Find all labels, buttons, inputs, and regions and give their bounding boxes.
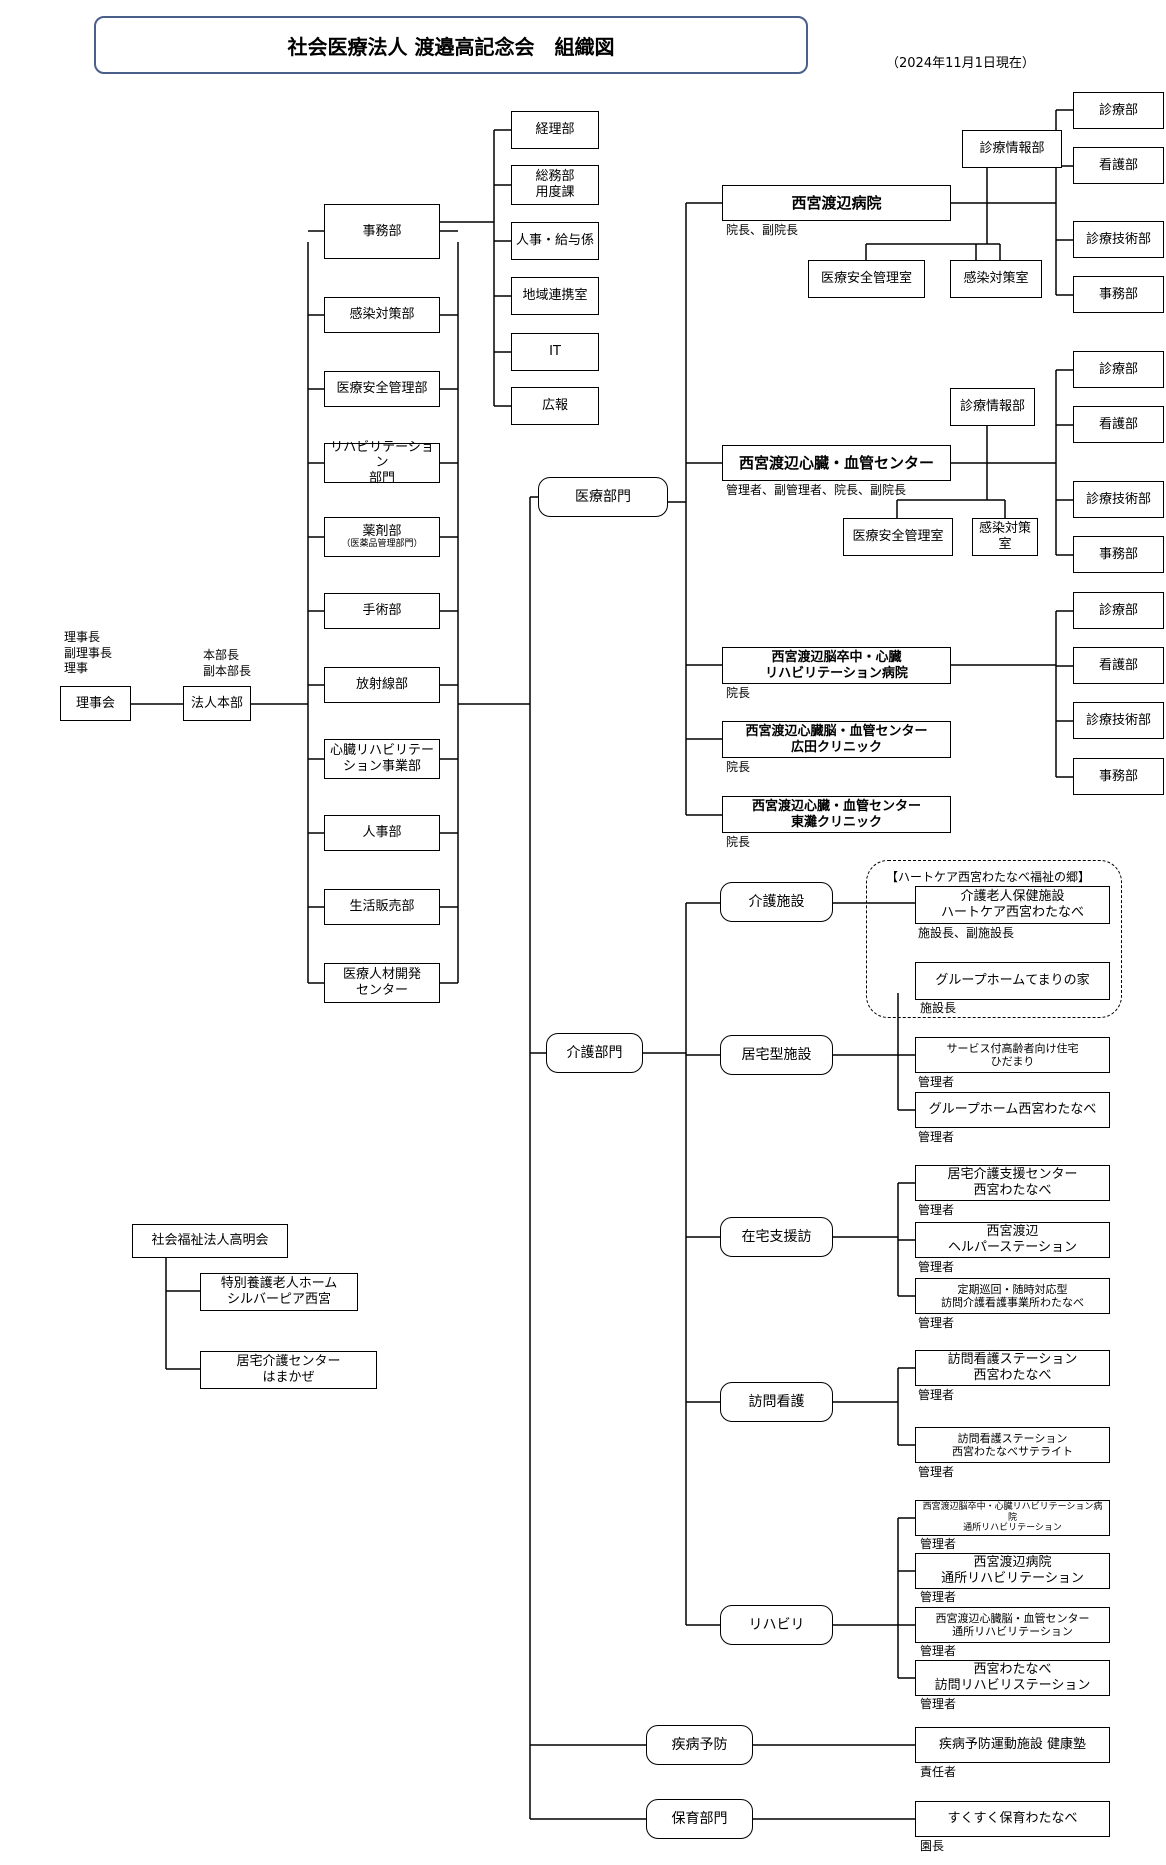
h1-dept-tech: 診療技術部	[1073, 221, 1164, 258]
hospital-3-role: 院長	[726, 686, 751, 700]
division-care: 介護部門	[546, 1033, 643, 1073]
h2-info: 診療情報部	[950, 388, 1035, 426]
hq-box: 法人本部	[183, 686, 251, 721]
facility-kyotaku-role: 管理者	[918, 1203, 955, 1217]
facility-visit-nursing-satellite: 訪問看護ステーション 西宮わたなべサテライト	[915, 1427, 1110, 1463]
dept-jimu: 事務部	[324, 204, 440, 259]
facility-rehab-1-role: 管理者	[920, 1537, 957, 1551]
division-prevention: 疾病予防	[646, 1725, 753, 1765]
facility-kenkojuku: 疾病予防運動施設 健康塾	[915, 1727, 1110, 1763]
facility-helper-role: 管理者	[918, 1260, 955, 1274]
page-title: 社会医療法人 渡邉高記念会 組織図	[94, 16, 808, 74]
dept-hr: 人事部	[324, 815, 440, 851]
h2-dept-clinical: 診療部	[1073, 351, 1164, 388]
h2-dept-tech: 診療技術部	[1073, 481, 1164, 518]
h1-dept-office: 事務部	[1073, 276, 1164, 313]
h2-dept-nursing: 看護部	[1073, 406, 1164, 443]
sub-community: 地域連携室	[511, 277, 599, 315]
facility-sukusuku-role: 園長	[920, 1839, 945, 1853]
dept-pharmacy: 薬剤部 （医薬品管理部門）	[324, 517, 440, 557]
division-childcare: 保育部門	[646, 1799, 753, 1839]
care-group-rehab: リハビリ	[720, 1605, 833, 1645]
dept-safety: 医療安全管理部	[324, 371, 440, 407]
facility-visit-nursing: 訪問看護ステーション 西宮わたなべ	[915, 1350, 1110, 1386]
welfare-corp: 社会福祉法人高明会	[132, 1224, 288, 1258]
board-box: 理事会	[60, 686, 131, 721]
h1-dept-clinical: 診療部	[1073, 92, 1164, 129]
facility-rehab-4: 西宮わたなべ 訪問リハビリステーション	[915, 1660, 1110, 1696]
facility-temari: グループホームてまりの家	[915, 962, 1110, 1000]
dept-pharmacy-note: （医薬品管理部門）	[341, 539, 423, 550]
hospital-1-role: 院長、副院長	[726, 223, 799, 237]
dept-infection: 感染対策部	[324, 297, 440, 333]
facility-kyotaku: 居宅介護支援センター 西宮わたなべ	[915, 1165, 1110, 1201]
sub-accounting: 経理部	[511, 111, 599, 149]
dept-surgery: 手術部	[324, 593, 440, 629]
hospital-5-role: 院長	[726, 835, 751, 849]
facility-sukusuku: すくすく保育わたなべ	[915, 1801, 1110, 1837]
facility-rehab-4-role: 管理者	[920, 1697, 957, 1711]
h3-dept-clinical: 診療部	[1073, 592, 1164, 629]
facility-rehab-1: 西宮渡辺脳卒中・心臓リハビリテーション病 院 通所リハビリテーション	[915, 1500, 1110, 1536]
hq-roles: 本部長 副本部長	[203, 648, 252, 678]
hospital-1: 西宮渡辺病院	[722, 185, 951, 221]
care-group-facility: 介護施設	[720, 882, 833, 922]
hospital-4: 西宮渡辺心臓脳・血管センター 広田クリニック	[722, 721, 951, 758]
h2-infection: 感染対策 室	[972, 518, 1038, 556]
dept-rehab: リハビリテーション 部門	[324, 440, 440, 486]
sub-pr: 広報	[511, 387, 599, 425]
dept-sales: 生活販売部	[324, 889, 440, 925]
heartcare-group	[866, 860, 1122, 1018]
h1-infection: 感染対策室	[950, 260, 1042, 298]
h2-safety: 医療安全管理室	[843, 518, 953, 556]
sub-payroll: 人事・給与係	[511, 222, 599, 260]
dept-talent: 医療人材開発 センター	[324, 963, 440, 1003]
hospital-2: 西宮渡辺心臓・血管センター	[722, 445, 951, 481]
sub-it: IT	[511, 333, 599, 371]
h3-dept-tech: 診療技術部	[1073, 702, 1164, 739]
h1-safety: 医療安全管理室	[808, 260, 925, 298]
care-group-home-support: 在宅支援訪	[720, 1217, 833, 1257]
facility-helper: 西宮渡辺 ヘルパーステーション	[915, 1222, 1110, 1258]
care-group-visit-nursing: 訪問看護	[720, 1382, 833, 1422]
facility-rehab-3-role: 管理者	[920, 1644, 957, 1658]
facility-gh-nishinomiya: グループホーム西宮わたなべ	[915, 1092, 1110, 1128]
h2-dept-office: 事務部	[1073, 536, 1164, 573]
facility-hidamari-role: 管理者	[918, 1075, 955, 1089]
sub-general: 総務部 用度課	[511, 165, 599, 205]
facility-temari-role: 施設長	[920, 1001, 957, 1015]
dept-pharmacy-label: 薬剤部	[362, 523, 402, 539]
care-group-residential: 居宅型施設	[720, 1035, 833, 1075]
facility-rehab-2-role: 管理者	[920, 1590, 957, 1604]
facility-roken: 介護老人保健施設 ハートケア西宮わたなべ	[915, 886, 1110, 924]
h1-dept-nursing: 看護部	[1073, 147, 1164, 184]
facility-visit-nursing-satellite-role: 管理者	[918, 1465, 955, 1479]
heartcare-label: 【ハートケア西宮わたなべ福祉の郷】	[886, 870, 1091, 886]
as-of-date: （2024年11月1日現在）	[886, 56, 1035, 71]
welfare-hamakaze: 居宅介護センター はまかぜ	[200, 1351, 377, 1389]
welfare-silverpia: 特別養護老人ホーム シルバーピア西宮	[200, 1273, 358, 1311]
facility-teiki-role: 管理者	[918, 1316, 955, 1330]
facility-visit-nursing-role: 管理者	[918, 1388, 955, 1402]
facility-kenkojuku-role: 責任者	[920, 1765, 957, 1779]
facility-hidamari: サービス付高齢者向け住宅 ひだまり	[915, 1037, 1110, 1073]
facility-rehab-2: 西宮渡辺病院 通所リハビリテーション	[915, 1553, 1110, 1589]
facility-roken-role: 施設長、副施設長	[918, 926, 1015, 940]
board-roles: 理事長 副理事長 理事	[64, 630, 113, 676]
facility-rehab-3: 西宮渡辺心臓脳・血管センター 通所リハビリテーション	[915, 1607, 1110, 1643]
h1-info: 診療情報部	[962, 130, 1062, 168]
hospital-2-role: 管理者、副管理者、院長、副院長	[726, 483, 907, 497]
hospital-4-role: 院長	[726, 760, 751, 774]
facility-teiki: 定期巡回・随時対応型 訪問介護看護事業所わたなべ	[915, 1278, 1110, 1314]
hospital-3: 西宮渡辺脳卒中・心臓 リハビリテーション病院	[722, 647, 951, 684]
division-medical: 医療部門	[538, 477, 668, 517]
facility-gh-nishinomiya-role: 管理者	[918, 1130, 955, 1144]
h3-dept-nursing: 看護部	[1073, 647, 1164, 684]
h3-dept-office: 事務部	[1073, 758, 1164, 795]
hospital-5: 西宮渡辺心臓・血管センター 東灘クリニック	[722, 796, 951, 833]
dept-radiology: 放射線部	[324, 667, 440, 703]
dept-cardiac-rehab: 心臓リハビリテー ション事業部	[324, 739, 440, 779]
